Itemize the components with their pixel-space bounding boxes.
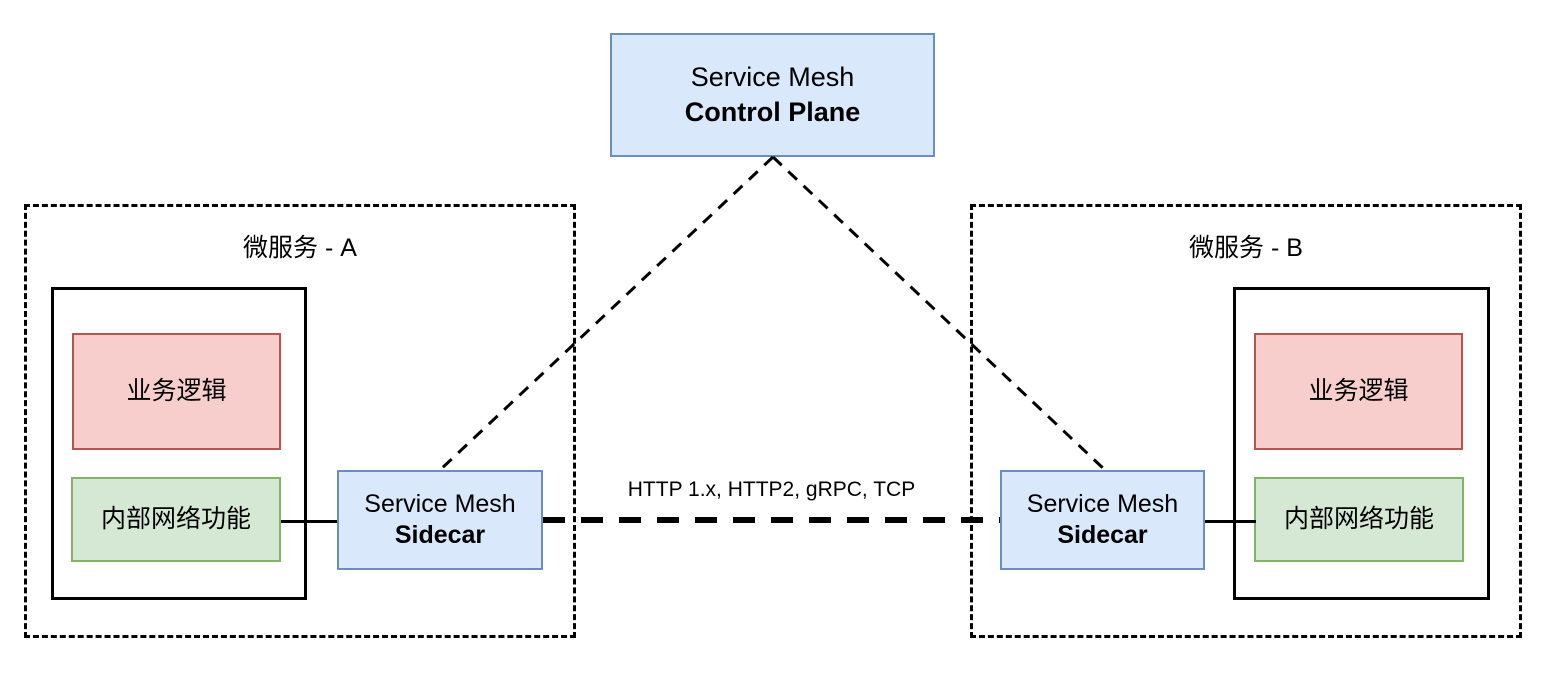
- microservice-a-sidecar-line1: Service Mesh: [364, 489, 516, 518]
- microservice-a-network-function[interactable]: 内部网络功能: [71, 477, 281, 562]
- microservice-b-title: 微服务 - B: [1189, 234, 1303, 262]
- control-plane-line1: Service Mesh: [690, 61, 855, 92]
- connector-b-sidecar-to-netfunc: [1203, 520, 1256, 523]
- control-plane-box[interactable]: Service Mesh Control Plane: [610, 33, 935, 157]
- microservice-b-sidecar-line2: Sidecar: [1057, 521, 1148, 549]
- microservice-a-sidecar-line2: Sidecar: [394, 521, 486, 549]
- connector-a-netfunc-to-sidecar: [281, 520, 338, 523]
- microservice-a-sidecar[interactable]: Service Mesh Sidecar: [337, 470, 543, 570]
- microservice-b-business-logic[interactable]: 业务逻辑: [1254, 333, 1463, 450]
- microservice-b-network-function[interactable]: 内部网络功能: [1254, 477, 1464, 562]
- microservice-a-business-logic[interactable]: 业务逻辑: [72, 333, 281, 450]
- microservice-b-sidecar[interactable]: Service Mesh Sidecar: [1000, 470, 1205, 570]
- microservice-a-title: 微服务 - A: [243, 234, 357, 262]
- protocol-label: HTTP 1.x, HTTP2, gRPC, TCP: [627, 478, 916, 501]
- microservice-b-sidecar-line1: Service Mesh: [1026, 489, 1179, 518]
- control-plane-line2: Control Plane: [684, 97, 861, 127]
